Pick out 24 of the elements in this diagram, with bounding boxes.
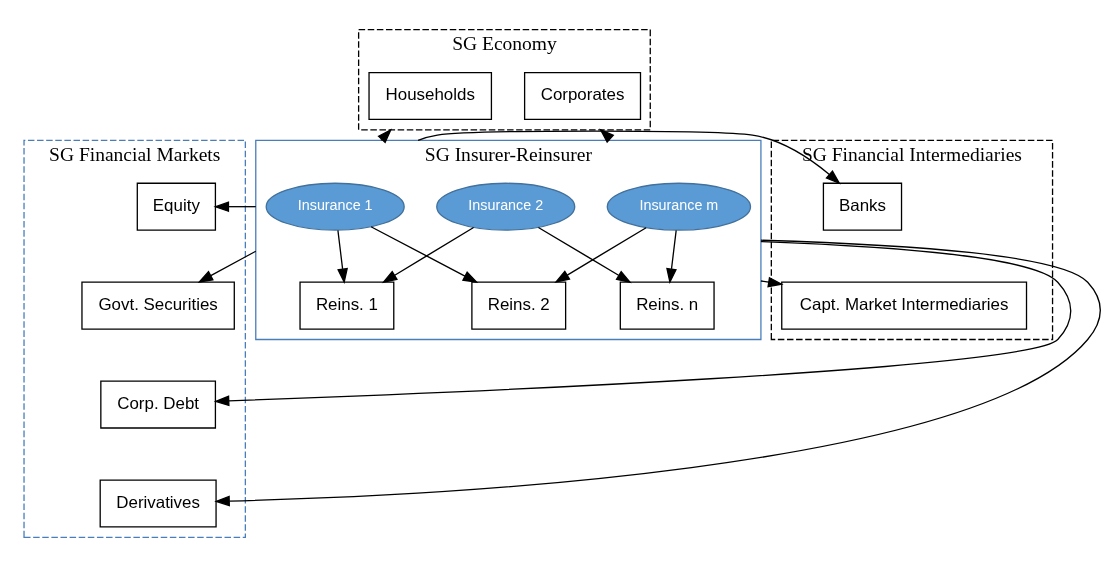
- node-box: Banks: [822, 182, 903, 231]
- node-ellipse: Insurance 2: [436, 182, 576, 231]
- arrow: [760, 276, 784, 288]
- arrow: [666, 229, 677, 285]
- arrow: [337, 229, 348, 285]
- node-box: Reins. 2: [471, 281, 567, 330]
- node-box: Derivatives: [99, 479, 217, 528]
- node-box: Reins. 1: [299, 281, 395, 330]
- arrow: [537, 226, 632, 284]
- node-box: Corp. Debt: [100, 380, 217, 429]
- arrow: [554, 227, 647, 283]
- arrow: [214, 239, 1101, 507]
- arrow: [213, 201, 257, 213]
- node-box: Corporates: [523, 71, 642, 121]
- arrow: [197, 250, 257, 283]
- node-box: Reins. n: [619, 281, 715, 330]
- node-box: Capt. Market Intermediaries: [781, 281, 1028, 330]
- node-box: Households: [368, 71, 493, 121]
- node-box: Equity: [136, 182, 217, 231]
- node-box: Govt. Securities: [81, 281, 235, 330]
- node-ellipse: Insurance m: [606, 182, 752, 231]
- arrow: [213, 240, 1072, 407]
- node-ellipse: Insurance 1: [265, 182, 405, 231]
- arrow: [377, 128, 393, 144]
